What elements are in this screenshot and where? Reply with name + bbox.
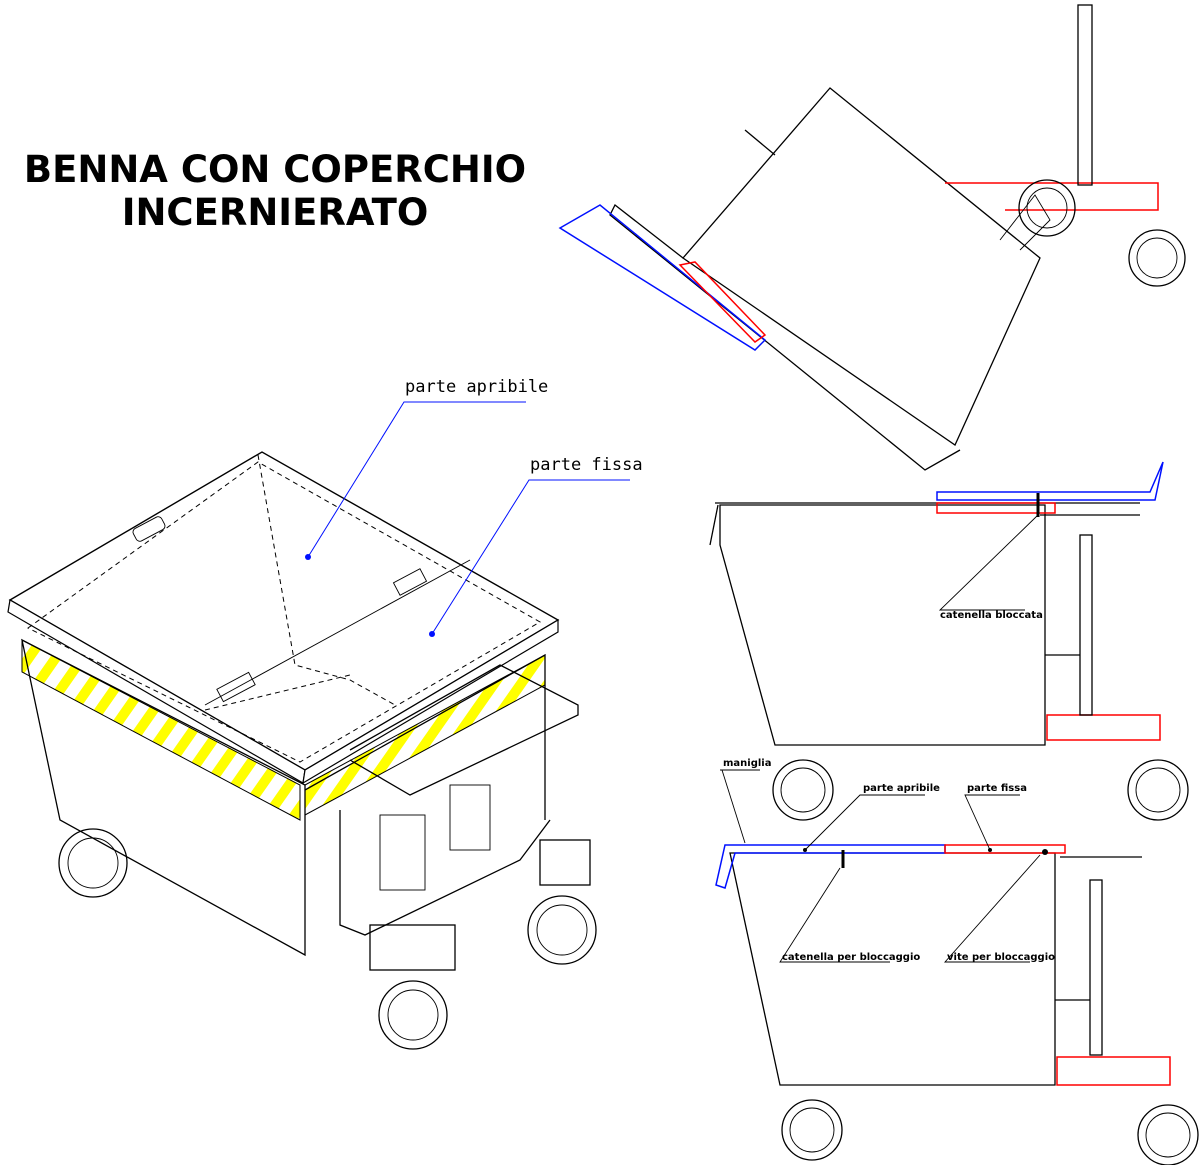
- label-parte-fissa-side: parte fissa: [967, 783, 1027, 794]
- label-vite-per-bloccaggio: vite per bloccaggio: [947, 952, 1055, 963]
- label-parte-apribile-side: parte apribile: [863, 783, 940, 794]
- label-parte-apribile-iso: parte apribile: [405, 377, 548, 397]
- title-line-2: INCERNIERATO: [122, 191, 429, 234]
- title-line-1: BENNA CON COPERCHIO: [24, 148, 526, 191]
- label-parte-fissa-iso: parte fissa: [530, 455, 643, 475]
- label-maniglia: maniglia: [723, 758, 771, 769]
- side-detail-view: [715, 769, 1199, 1165]
- locked-lid-side-view: [709, 461, 1189, 821]
- tilted-bin-view: [558, 4, 1186, 471]
- label-catenella-per-bloccaggio: catenella per bloccaggio: [782, 952, 920, 963]
- isometric-bin-view: [7, 401, 630, 1050]
- label-catenella-bloccata: catenella bloccata: [940, 610, 1043, 621]
